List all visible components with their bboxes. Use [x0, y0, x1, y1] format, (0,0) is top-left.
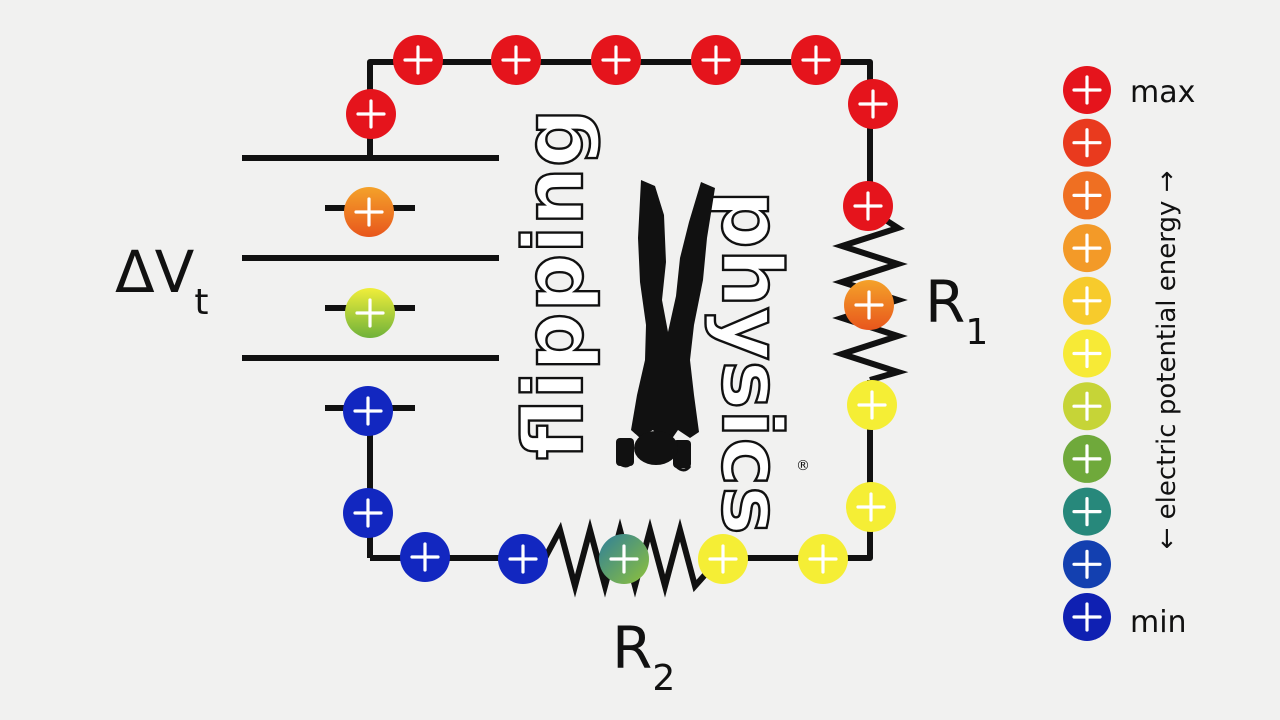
charge — [843, 181, 893, 231]
logo-registered-mark: ® — [796, 458, 810, 474]
legend-charge — [1063, 224, 1111, 273]
charge — [491, 35, 541, 85]
charge — [698, 534, 748, 584]
r1-label-main: R — [925, 268, 965, 336]
legend-charge — [1063, 276, 1111, 325]
charge — [848, 79, 898, 129]
legend-color-scale — [1063, 66, 1111, 641]
legend-charge — [1063, 329, 1111, 378]
charge — [844, 280, 894, 330]
charge — [344, 187, 394, 237]
resistor-r1-label: R1 — [925, 268, 988, 353]
legend-charge — [1063, 66, 1111, 114]
legend-axis-label: ← electric potential energy → — [1152, 171, 1182, 550]
charge — [691, 35, 741, 85]
charge — [846, 482, 896, 532]
wire-right-lower — [720, 380, 873, 561]
legend-charge — [1063, 540, 1111, 589]
charge — [498, 534, 548, 584]
handstand-silhouette-icon — [616, 180, 715, 472]
charge — [591, 35, 641, 85]
legend-max-label: max — [1130, 75, 1195, 110]
charge — [400, 532, 450, 582]
circuit-charges — [343, 35, 898, 584]
charge — [393, 35, 443, 85]
legend-charge — [1063, 382, 1111, 431]
r2-label-sub: 2 — [652, 658, 675, 699]
charge — [345, 288, 395, 338]
charge — [791, 35, 841, 85]
legend-charge — [1063, 434, 1111, 483]
battery-label: ΔVt — [115, 238, 208, 323]
logo-word-flipping: flipping — [507, 109, 602, 460]
flipping-physics-logo: flipping physics ® — [506, 107, 810, 536]
charge — [599, 534, 649, 584]
battery-label-sub: t — [194, 282, 208, 323]
legend-charge — [1063, 171, 1111, 220]
charge — [343, 488, 393, 538]
r1-label-sub: 1 — [965, 312, 988, 353]
charge — [798, 534, 848, 584]
logo-word-physics: physics — [703, 190, 798, 535]
charge — [346, 89, 396, 139]
legend-min-label: min — [1130, 605, 1187, 640]
resistor-r2-label: R2 — [612, 614, 675, 699]
legend-charge — [1063, 487, 1111, 536]
charge — [847, 380, 897, 430]
battery-label-main: ΔV — [115, 238, 195, 306]
r2-label-main: R — [612, 614, 652, 682]
legend-charge — [1063, 118, 1111, 167]
charge — [343, 386, 393, 436]
energy-legend: max min ← electric potential energy → — [1063, 66, 1195, 641]
legend-charge — [1063, 593, 1111, 641]
resistor-r1 — [832, 207, 909, 383]
